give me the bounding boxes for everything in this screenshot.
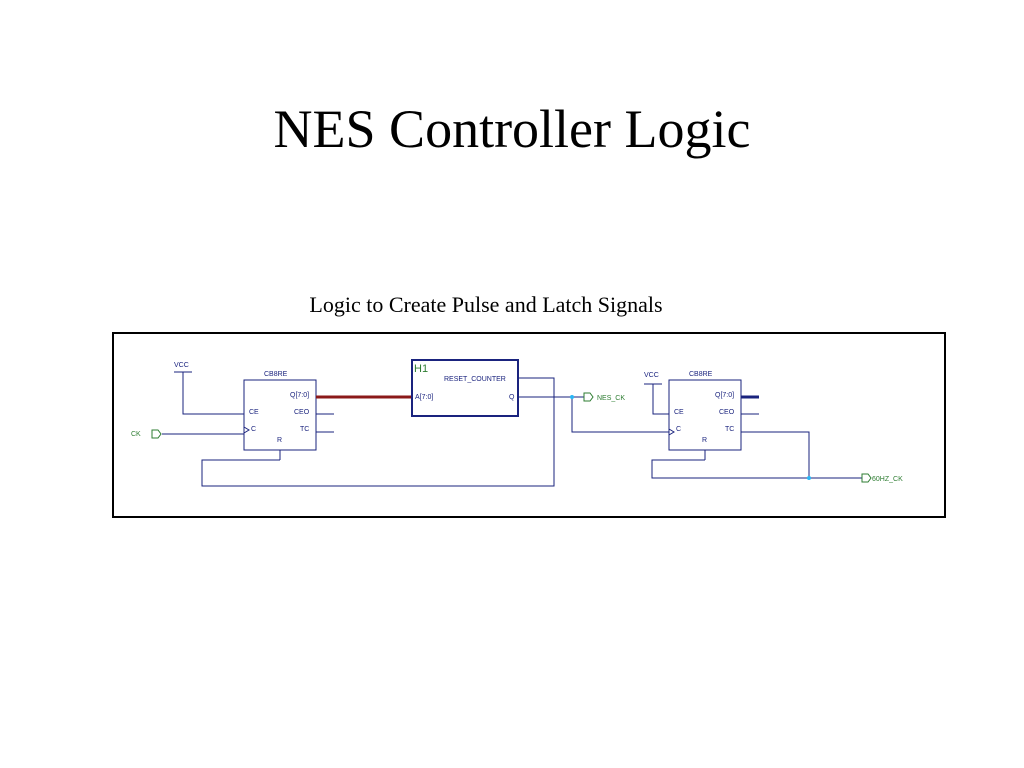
net-ck-label: CK (131, 431, 141, 438)
counter-left-pin-ceo: CEO (294, 409, 310, 416)
junction-nes-ck (570, 395, 574, 399)
reset-counter-ref: H1 (414, 363, 428, 375)
junction-60hz-ck (807, 476, 811, 480)
reset-counter-name: RESET_COUNTER (444, 376, 506, 383)
vcc-label-left: VCC (174, 362, 189, 369)
counter-left-pin-tc: TC (300, 426, 309, 433)
slide-title: NES Controller Logic (273, 99, 751, 159)
ck-port-icon (151, 429, 162, 439)
60hz-ck-port-icon (861, 473, 872, 483)
counter-left-pin-r: R (277, 437, 282, 444)
net-nes-ck-label: NES_CK (597, 395, 625, 402)
wires-left-counter (162, 372, 555, 487)
reset-counter-pin-q: Q (509, 394, 515, 401)
counter-right-pin-r: R (702, 437, 707, 444)
nes-ck-port-icon (583, 392, 594, 402)
counter-right-pin-c: C (676, 426, 681, 433)
counter-right-pin-ce: CE (674, 409, 684, 416)
counter-left-type: CB8RE (264, 371, 288, 378)
counter-left-pin-ce: CE (249, 409, 259, 416)
schematic-diagram: VCC CB8RE Q[7:0] CE CEO C TC R (131, 359, 903, 487)
vcc-label-right: VCC (644, 372, 659, 379)
counter-left: CB8RE Q[7:0] CE CEO C TC R (243, 371, 317, 451)
reset-counter-body (411, 359, 519, 417)
vcc-symbol-left: VCC (174, 362, 192, 373)
counter-right-pin-q: Q[7:0] (715, 392, 734, 399)
net-nes-ck-output: NES_CK (583, 392, 625, 402)
counter-left-pin-q: Q[7:0] (290, 392, 309, 399)
schematic-frame: VCC CB8RE Q[7:0] CE CEO C TC R (112, 332, 946, 518)
counter-right-pin-tc: TC (725, 426, 734, 433)
counter-left-pin-c: C (251, 426, 256, 433)
diagram-caption: Logic to Create Pulse and Latch Signals (309, 292, 663, 317)
counter-right-type: CB8RE (689, 371, 713, 378)
clock-triangle-right (668, 428, 675, 436)
wires-nes-ck (518, 396, 669, 433)
counter-right: CB8RE Q[7:0] CE CEO C TC R (668, 371, 742, 451)
clock-triangle-left (243, 426, 250, 434)
vcc-symbol-right: VCC (644, 372, 662, 385)
reset-counter-pin-a: A[7:0] (415, 394, 433, 401)
reset-counter: H1 RESET_COUNTER A[7:0] Q (411, 359, 519, 417)
counter-right-pin-ceo: CEO (719, 409, 735, 416)
net-60hz-ck-label: 60HZ_CK (872, 476, 903, 483)
wires-right-counter (651, 384, 862, 479)
net-60hz-ck-output: 60HZ_CK (861, 473, 903, 483)
net-ck-input: CK (131, 429, 162, 439)
